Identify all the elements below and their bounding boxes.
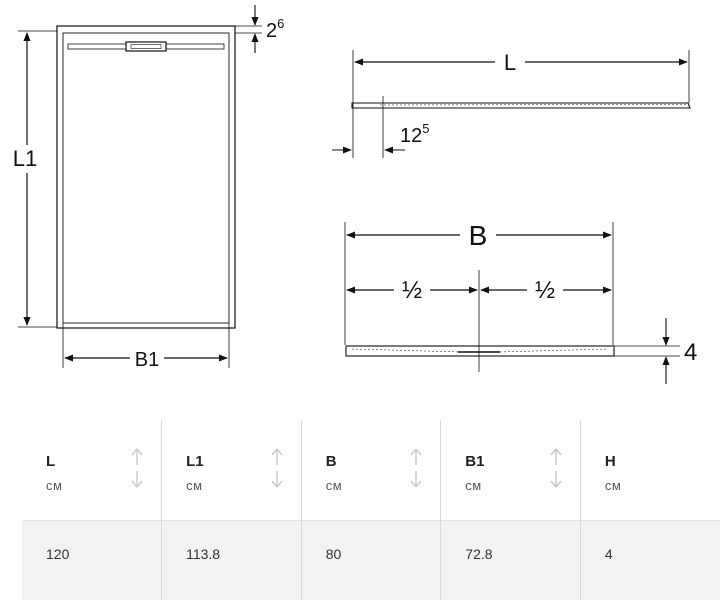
label-half-right: ½ bbox=[535, 277, 555, 304]
technical-drawing: L1 B1 26 L 125 bbox=[10, 5, 698, 384]
top-view: L1 B1 26 bbox=[10, 5, 284, 371]
column-name: B bbox=[325, 453, 337, 470]
label-B1: B1 bbox=[135, 349, 159, 371]
cell-value-L1: 113.8 bbox=[186, 546, 221, 563]
column-name: L1 bbox=[186, 453, 204, 470]
column-header-L[interactable]: L см bbox=[22, 420, 163, 521]
sort-icon[interactable] bbox=[131, 448, 143, 488]
column-unit: см bbox=[465, 478, 482, 493]
label-thickness-top: 26 bbox=[266, 16, 284, 42]
spec-table: L см L1 см B см B1 см H см 120 113.8 80 … bbox=[22, 420, 720, 600]
column-unit: см bbox=[46, 478, 63, 493]
label-L1: L1 bbox=[13, 146, 37, 171]
column-header-B[interactable]: B см bbox=[301, 420, 442, 521]
column-header-L1[interactable]: L1 см bbox=[161, 420, 302, 521]
tray-outline bbox=[56, 25, 236, 329]
drain-grate bbox=[125, 41, 167, 52]
label-B: B bbox=[469, 220, 488, 251]
sort-icon[interactable] bbox=[550, 448, 562, 488]
label-offset: 125 bbox=[400, 121, 429, 147]
front-view: B ½ ½ 4 bbox=[344, 220, 697, 384]
cell-value-H: 4 bbox=[604, 546, 613, 563]
column-name: B1 bbox=[465, 453, 485, 470]
column-unit: см bbox=[604, 478, 622, 493]
sort-icon[interactable] bbox=[271, 448, 283, 488]
side-profile bbox=[351, 102, 691, 109]
tray-inner-outline bbox=[62, 32, 230, 324]
table-cell: 113.8 bbox=[161, 519, 302, 600]
table-cell: 120 bbox=[22, 519, 163, 600]
side-view: L 125 bbox=[332, 48, 691, 158]
table-cell: 80 bbox=[301, 519, 442, 600]
cell-value-B1: 72.8 bbox=[465, 546, 493, 563]
column-unit: см bbox=[325, 478, 343, 493]
front-profile bbox=[345, 345, 615, 357]
sort-icon[interactable] bbox=[410, 448, 422, 488]
label-height: 4 bbox=[684, 339, 697, 366]
column-unit: см bbox=[186, 478, 203, 493]
cell-value-B: 80 bbox=[325, 546, 342, 563]
table-cell: 72.8 bbox=[440, 519, 581, 600]
table-cell: 4 bbox=[580, 519, 720, 600]
label-half-left: ½ bbox=[402, 277, 422, 304]
column-header-H[interactable]: H см bbox=[580, 420, 720, 521]
cell-value-L: 120 bbox=[46, 546, 70, 563]
table-row: 120 113.8 80 72.8 4 bbox=[22, 519, 720, 600]
table-header-row: L см L1 см B см B1 см H см bbox=[22, 420, 720, 521]
column-header-B1[interactable]: B1 см bbox=[440, 420, 581, 521]
column-name: L bbox=[46, 453, 56, 470]
column-name: H bbox=[604, 453, 616, 470]
label-L: L bbox=[504, 50, 516, 75]
